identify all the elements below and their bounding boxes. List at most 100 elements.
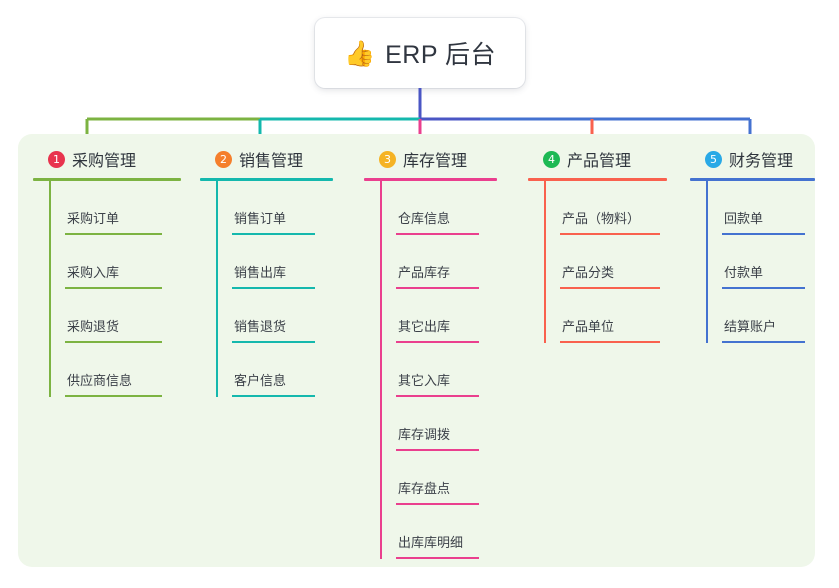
branch-header[interactable]: 2 销售管理: [200, 146, 333, 172]
branch-column: 5 财务管理回款单付款单结算账户: [690, 146, 815, 343]
root-title: ERP 后台: [385, 41, 497, 69]
branch-item-label: 供应商信息: [67, 373, 133, 388]
branch-underline: [33, 178, 181, 181]
branch-header[interactable]: 5 财务管理: [690, 146, 815, 172]
branch-item[interactable]: 销售订单: [216, 181, 333, 235]
branch-item-underline: [560, 341, 660, 343]
branch-item-list: 销售订单销售出库销售退货客户信息: [200, 181, 333, 397]
branch-underline: [528, 178, 667, 181]
branch-item-underline: [560, 233, 660, 235]
branch-index-badge: 5: [705, 150, 722, 168]
branch-item-underline: [722, 287, 805, 289]
branch-item-label: 客户信息: [234, 373, 287, 388]
branch-item-label: 采购订单: [67, 211, 120, 226]
branch-spine: [49, 181, 51, 397]
branch-item[interactable]: 其它出库: [380, 289, 497, 343]
branch-item-underline: [560, 287, 660, 289]
branch-index-badge: 4: [543, 150, 560, 168]
branch-item-underline: [396, 395, 479, 397]
branch-header[interactable]: 3 库存管理: [364, 146, 497, 172]
thumbs-up-icon: 👍: [343, 39, 376, 68]
branch-item[interactable]: 结算账户: [706, 289, 815, 343]
branch-item-underline: [396, 341, 479, 343]
branch-item-label: 产品（物料）: [562, 211, 641, 226]
branch-item-underline: [396, 449, 479, 451]
branch-item-underline: [65, 395, 162, 397]
branch-item[interactable]: 付款单: [706, 235, 815, 289]
branch-item-underline: [232, 287, 315, 289]
branch-item[interactable]: 销售退货: [216, 289, 333, 343]
branch-spine: [380, 181, 382, 559]
branch-item-list: 产品（物料） 产品分类产品单位: [528, 181, 667, 343]
branch-item[interactable]: 产品单位: [544, 289, 667, 343]
branch-item-underline: [722, 341, 805, 343]
branch-item[interactable]: 产品（物料）: [544, 181, 667, 235]
branch-item-underline: [65, 341, 162, 343]
branch-item-label: 产品库存: [398, 265, 451, 280]
branch-item-list: 回款单付款单结算账户: [690, 181, 815, 343]
branch-item-label: 产品单位: [562, 319, 615, 334]
branch-column: 2 销售管理销售订单销售出库销售退货客户信息: [200, 146, 333, 397]
branch-spine: [706, 181, 708, 343]
branch-item-underline: [396, 287, 479, 289]
branch-item-label: 仓库信息: [398, 211, 451, 226]
branch-item-label: 出库库明细: [398, 535, 464, 550]
branch-item-underline: [232, 395, 315, 397]
branch-item[interactable]: 其它入库: [380, 343, 497, 397]
branch-item-label: 结算账户: [724, 319, 777, 334]
branch-underline: [690, 178, 815, 181]
branch-item[interactable]: 仓库信息: [380, 181, 497, 235]
root-node[interactable]: 👍 ERP 后台: [315, 18, 525, 88]
branch-spine: [216, 181, 218, 397]
branch-item[interactable]: 采购订单: [49, 181, 181, 235]
branch-item[interactable]: 供应商信息: [49, 343, 181, 397]
branch-item-label: 销售退货: [234, 319, 287, 334]
branch-title: 库存管理: [403, 153, 468, 170]
branch-item-label: 其它出库: [398, 319, 451, 334]
branch-header[interactable]: 1 采购管理: [33, 146, 181, 172]
branch-item-list: 仓库信息产品库存其它出库其它入库库存调拨库存盘点出库库明细: [364, 181, 497, 559]
branch-item-underline: [232, 233, 315, 235]
branch-item-label: 采购退货: [67, 319, 120, 334]
branch-item[interactable]: 采购入库: [49, 235, 181, 289]
branch-item[interactable]: 库存盘点: [380, 451, 497, 505]
branch-spine: [544, 181, 546, 343]
branch-index-badge: 1: [48, 150, 65, 168]
branch-item-label: 库存盘点: [398, 481, 451, 496]
branch-item[interactable]: 客户信息: [216, 343, 333, 397]
branch-item[interactable]: 采购退货: [49, 289, 181, 343]
branch-item[interactable]: 出库库明细: [380, 505, 497, 559]
branch-item-list: 采购订单采购入库采购退货供应商信息: [33, 181, 181, 397]
branch-item[interactable]: 库存调拨: [380, 397, 497, 451]
branch-item[interactable]: 产品分类: [544, 235, 667, 289]
branch-item-underline: [396, 503, 479, 505]
branch-underline: [364, 178, 497, 181]
branch-column: 3 库存管理仓库信息产品库存其它出库其它入库库存调拨库存盘点出库库明细: [364, 146, 497, 559]
branch-item[interactable]: 回款单: [706, 181, 815, 235]
branch-item-label: 付款单: [724, 265, 764, 280]
branch-item-underline: [396, 233, 479, 235]
branch-item-label: 产品分类: [562, 265, 615, 280]
branch-item-underline: [722, 233, 805, 235]
branch-item-label: 库存调拨: [398, 427, 451, 442]
branch-item-label: 其它入库: [398, 373, 451, 388]
branch-panel: [18, 134, 815, 567]
branch-item-label: 销售订单: [234, 211, 287, 226]
branch-item-underline: [65, 287, 162, 289]
branch-column: 1 采购管理采购订单采购入库采购退货供应商信息: [33, 146, 181, 397]
branch-item-underline: [396, 557, 479, 559]
branch-title: 财务管理: [729, 153, 794, 170]
branch-item-underline: [65, 233, 162, 235]
branch-title: 销售管理: [239, 153, 304, 170]
branch-title: 采购管理: [72, 153, 137, 170]
branch-underline: [200, 178, 333, 181]
branch-item[interactable]: 销售出库: [216, 235, 333, 289]
branch-item[interactable]: 产品库存: [380, 235, 497, 289]
branch-item-label: 销售出库: [234, 265, 287, 280]
branch-item-underline: [232, 341, 315, 343]
branch-index-badge: 2: [215, 150, 232, 168]
branch-index-badge: 3: [379, 150, 396, 168]
